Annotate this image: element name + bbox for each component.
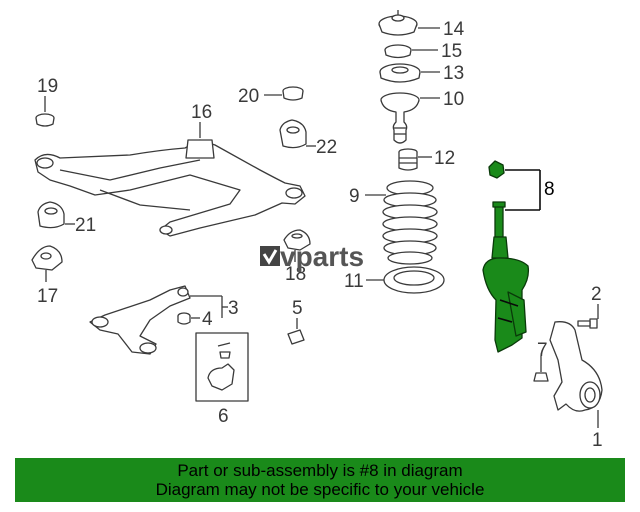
part-19-mount[interactable] [35,113,55,127]
callout-5: 5 [292,298,303,319]
part-8-strut-assembly[interactable] [482,160,530,353]
part-12-bound-stopper[interactable] [398,148,418,171]
part-20-mount[interactable] [282,86,304,101]
callout-15: 15 [441,41,462,62]
callout-14: 14 [443,19,465,40]
part-18-mount[interactable] [283,229,311,251]
callout-4: 4 [202,309,213,330]
part-11-spring-insulator[interactable] [383,266,445,294]
callout-8: 8 [544,179,555,200]
part-5-clip[interactable] [287,329,305,345]
part-22-mount[interactable] [279,119,307,149]
callout-18: 18 [285,264,306,285]
banner-line-1: Part or sub-assembly is #8 in diagram [177,461,463,480]
callout-9: 9 [349,186,360,207]
part-2-bolt[interactable] [577,318,598,329]
callout-19: 19 [37,76,58,97]
callout-10: 10 [443,89,464,110]
callout-7: 7 [537,340,548,361]
part-3-lower-control-arm[interactable] [89,285,191,355]
callout-12: 12 [434,148,455,169]
banner-line-2: Diagram may not be specific to your vehi… [155,480,485,499]
part-16-crossmember[interactable] [34,139,306,237]
callout-21: 21 [75,215,96,236]
callout-20: 20 [238,86,259,107]
callout-22: 22 [316,137,337,158]
info-banner: Part or sub-assembly is #8 in diagram Di… [15,458,625,502]
part-9-coil-spring[interactable] [382,180,438,265]
part-7-nut[interactable] [533,372,549,382]
callout-3: 3 [228,298,239,319]
callout-13: 13 [443,63,464,84]
callout-6: 6 [218,406,229,427]
part-4-bushing[interactable] [177,312,191,325]
part-1-steering-knuckle[interactable] [549,321,603,412]
callout-11: 11 [344,271,364,292]
part-15-bearing[interactable] [384,44,412,59]
part-10-insulator-bumper[interactable] [380,92,420,144]
callout-16: 16 [191,102,212,123]
part-6-ball-joint-kit[interactable] [195,332,249,402]
callout-1: 1 [592,430,603,451]
part-14-strut-mount[interactable] [378,10,418,36]
callout-17: 17 [37,286,58,307]
callout-2: 2 [591,284,602,305]
vparts-watermark-logo: vparts [260,241,364,272]
parts-diagram: 14 15 13 10 12 9 [31,10,603,451]
part-13-spring-seat-upper[interactable] [379,63,421,83]
vparts-logo-text: vparts [280,241,364,272]
vparts-logo-check-icon [262,249,278,265]
part-17-mount[interactable] [31,245,63,271]
part-21-mount[interactable] [37,201,65,229]
